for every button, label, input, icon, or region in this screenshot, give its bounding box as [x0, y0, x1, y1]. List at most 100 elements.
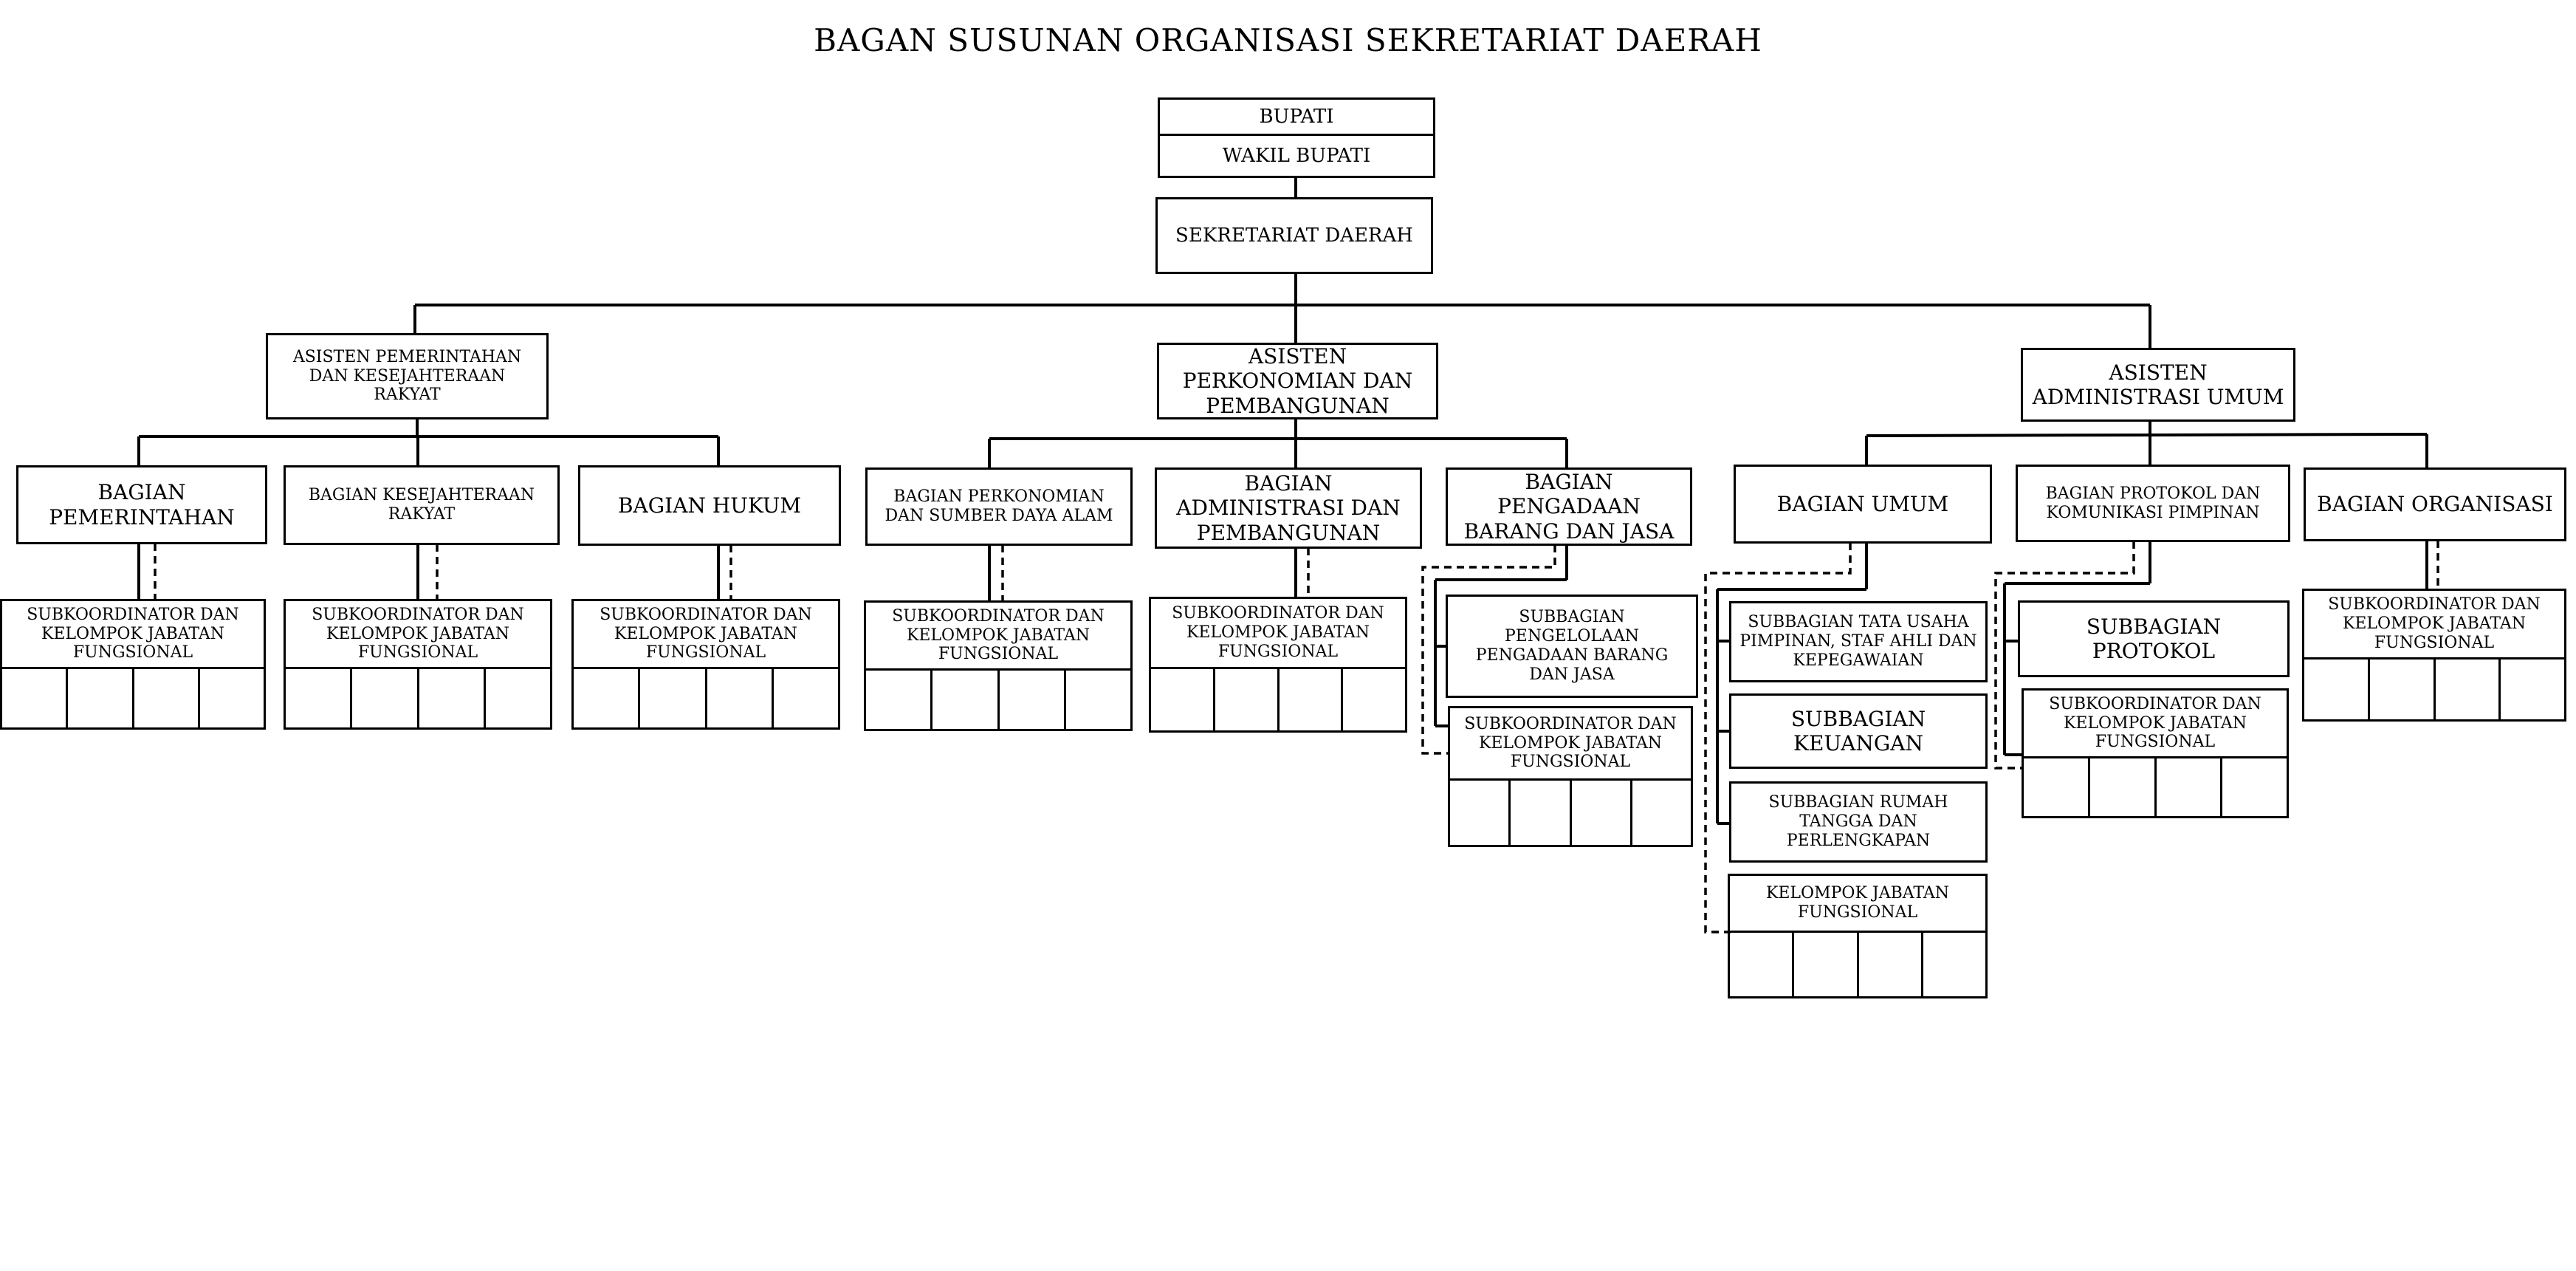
grid-cell: [640, 667, 707, 727]
asisten-perekonomian-label: ASISTEN PERKONOMIAN DAN PEMBANGUNAN: [1182, 344, 1413, 418]
bagian-kesra-label: BAGIAN KESEJAHTERAAN RAKYAT: [308, 486, 535, 524]
subbagian-keuangan-box: SUBBAGIAN KEUANGAN: [1729, 693, 1988, 769]
sekretariat-daerah-box: SEKRETARIAT DAERAH: [1155, 197, 1433, 274]
jabatan-grid-hukum: [571, 667, 840, 730]
jabatan-grid-perekonomian: [864, 668, 1133, 731]
jabatan-grid-pemerintahan: [0, 667, 266, 730]
jabatan-grid-pengadaan: [1448, 778, 1693, 847]
grid-cell: [2222, 756, 2287, 816]
asisten-pemerintahan-label: ASISTEN PEMERINTAHAN DAN KESEJAHTERAAN R…: [292, 347, 522, 405]
grid-cell: [68, 667, 134, 727]
asisten-administrasi-label: ASISTEN ADMINISTRASI UMUM: [2032, 360, 2284, 409]
grid-cell: [1859, 931, 1923, 996]
subbagian-pengelolaan-pbj-label: SUBBAGIAN PENGELOLAAN PENGADAAN BARANG D…: [1475, 608, 1669, 684]
sekretariat-daerah-label: SEKRETARIAT DAERAH: [1175, 224, 1413, 247]
grid-cell: [200, 667, 264, 727]
grid-cell: [486, 667, 550, 727]
subkoordinator-label: SUBKOORDINATOR DAN KELOMPOK JABATAN FUNG…: [2328, 595, 2541, 652]
subbagian-tata-usaha-box: SUBBAGIAN TATA USAHA PIMPINAN, STAF AHLI…: [1729, 601, 1988, 682]
bagian-hukum-label: BAGIAN HUKUM: [617, 493, 802, 518]
bupati-label: BUPATI: [1259, 105, 1334, 128]
wakil-bupati-box: WAKIL BUPATI: [1158, 134, 1435, 178]
subkoordinator-label: SUBKOORDINATOR DAN KELOMPOK JABATAN FUNG…: [1172, 604, 1384, 661]
bagian-umum-label: BAGIAN UMUM: [1776, 491, 1949, 516]
subkoordinator-kesra-box: SUBKOORDINATOR DAN KELOMPOK JABATAN FUNG…: [284, 599, 552, 669]
grid-cell: [1923, 931, 1985, 996]
asisten-pemerintahan-box: ASISTEN PEMERINTAHAN DAN KESEJAHTERAAN R…: [266, 333, 549, 419]
bagian-organisasi-label: BAGIAN ORGANISASI: [2317, 492, 2553, 517]
grid-cell: [134, 667, 200, 727]
bagian-kesra-box: BAGIAN KESEJAHTERAAN RAKYAT: [284, 465, 560, 545]
grid-cell: [286, 667, 353, 727]
grid-cell: [774, 667, 838, 727]
bagian-adm-pembangunan-box: BAGIAN ADMINISTRASI DAN PEMBANGUNAN: [1155, 467, 1422, 549]
grid-cell: [1511, 778, 1572, 845]
grid-cell: [1151, 667, 1215, 730]
bagian-pemerintahan-label: BAGIAN PEMERINTAHAN: [49, 480, 235, 530]
subkoordinator-pemerintahan-box: SUBKOORDINATOR DAN KELOMPOK JABATAN FUNG…: [0, 599, 266, 669]
subbagian-protokol-box: SUBBAGIAN PROTOKOL: [2018, 600, 2290, 677]
subbagian-rumah-tangga-label: SUBBAGIAN RUMAH TANGGA DAN PERLENGKAPAN: [1768, 793, 1948, 850]
bagian-perekonomian-sda-box: BAGIAN PERKONOMIAN DAN SUMBER DAYA ALAM: [865, 467, 1133, 546]
subkoordinator-pengadaan-box: SUBKOORDINATOR DAN KELOMPOK JABATAN FUNG…: [1448, 706, 1693, 781]
chart-title: BAGAN SUSUNAN ORGANISASI SEKRETARIAT DAE…: [814, 22, 1762, 58]
grid-cell: [1794, 931, 1859, 996]
grid-cell: [2501, 657, 2564, 719]
grid-cell: [932, 668, 1000, 729]
jabatan-grid-umum: [1728, 931, 1988, 998]
grid-cell: [1343, 667, 1405, 730]
subkoordinator-organisasi-box: SUBKOORDINATOR DAN KELOMPOK JABATAN FUNG…: [2302, 589, 2566, 660]
grid-cell: [1066, 668, 1130, 729]
subbagian-protokol-label: SUBBAGIAN PROTOKOL: [2086, 614, 2222, 663]
bagian-protokol-box: BAGIAN PROTOKOL DAN KOMUNIKASI PIMPINAN: [2016, 465, 2290, 542]
subkoordinator-label: SUBKOORDINATOR DAN KELOMPOK JABATAN FUNG…: [312, 605, 524, 662]
grid-cell: [2370, 657, 2436, 719]
grid-cell: [419, 667, 486, 727]
grid-cell: [1632, 778, 1691, 845]
bupati-box: BUPATI: [1158, 97, 1435, 136]
grid-cell: [574, 667, 641, 727]
asisten-administrasi-box: ASISTEN ADMINISTRASI UMUM: [2021, 348, 2295, 422]
grid-cell: [707, 667, 774, 727]
grid-cell: [1000, 668, 1066, 729]
subkoordinator-perekonomian-box: SUBKOORDINATOR DAN KELOMPOK JABATAN FUNG…: [864, 600, 1133, 671]
subbagian-keuangan-label: SUBBAGIAN KEUANGAN: [1790, 706, 1926, 756]
bagian-perekonomian-sda-label: BAGIAN PERKONOMIAN DAN SUMBER DAYA ALAM: [885, 487, 1113, 525]
kelompok-jabatan-fungsional-label: KELOMPOK JABATAN FUNGSIONAL: [1765, 884, 1950, 922]
subkoordinator-adm-pembangunan-box: SUBKOORDINATOR DAN KELOMPOK JABATAN FUNG…: [1149, 597, 1407, 669]
bagian-pemerintahan-box: BAGIAN PEMERINTAHAN: [16, 465, 267, 544]
asisten-perekonomian-box: ASISTEN PERKONOMIAN DAN PEMBANGUNAN: [1157, 343, 1438, 419]
subkoordinator-hukum-box: SUBKOORDINATOR DAN KELOMPOK JABATAN FUNG…: [571, 599, 840, 669]
subkoordinator-label: SUBKOORDINATOR DAN KELOMPOK JABATAN FUNG…: [600, 605, 812, 662]
grid-cell: [2090, 756, 2157, 816]
bagian-organisasi-box: BAGIAN ORGANISASI: [2304, 467, 2566, 541]
grid-cell: [2, 667, 69, 727]
grid-cell: [866, 668, 933, 729]
grid-cell: [1450, 778, 1511, 845]
grid-cell: [2304, 657, 2370, 719]
wakil-bupati-label: WAKIL BUPATI: [1222, 144, 1371, 167]
grid-cell: [1280, 667, 1344, 730]
grid-cell: [1730, 931, 1795, 996]
grid-cell: [1572, 778, 1632, 845]
grid-cell: [1215, 667, 1280, 730]
subkoordinator-label: SUBKOORDINATOR DAN KELOMPOK JABATAN FUNG…: [1464, 714, 1677, 772]
bagian-pengadaan-box: BAGIAN PENGADAAN BARANG DAN JASA: [1446, 467, 1692, 546]
grid-cell: [2157, 756, 2223, 816]
bagian-protokol-label: BAGIAN PROTOKOL DAN KOMUNIKASI PIMPINAN: [2045, 484, 2261, 522]
subbagian-pengelolaan-pbj-box: SUBBAGIAN PENGELOLAAN PENGADAAN BARANG D…: [1446, 595, 1698, 698]
grid-cell: [2436, 657, 2501, 719]
bagian-pengadaan-label: BAGIAN PENGADAAN BARANG DAN JASA: [1463, 470, 1675, 544]
jabatan-grid-organisasi: [2302, 657, 2566, 722]
bagian-hukum-box: BAGIAN HUKUM: [578, 465, 841, 546]
subbagian-rumah-tangga-box: SUBBAGIAN RUMAH TANGGA DAN PERLENGKAPAN: [1729, 781, 1988, 863]
jabatan-grid-protokol: [2022, 756, 2289, 818]
grid-cell: [352, 667, 419, 727]
jabatan-grid-kesra: [284, 667, 552, 730]
subkoordinator-label: SUBKOORDINATOR DAN KELOMPOK JABATAN FUNG…: [2049, 694, 2261, 752]
grid-cell: [2024, 756, 2090, 816]
bagian-umum-box: BAGIAN UMUM: [1734, 465, 1992, 544]
subkoordinator-label: SUBKOORDINATOR DAN KELOMPOK JABATAN FUNG…: [892, 606, 1105, 664]
